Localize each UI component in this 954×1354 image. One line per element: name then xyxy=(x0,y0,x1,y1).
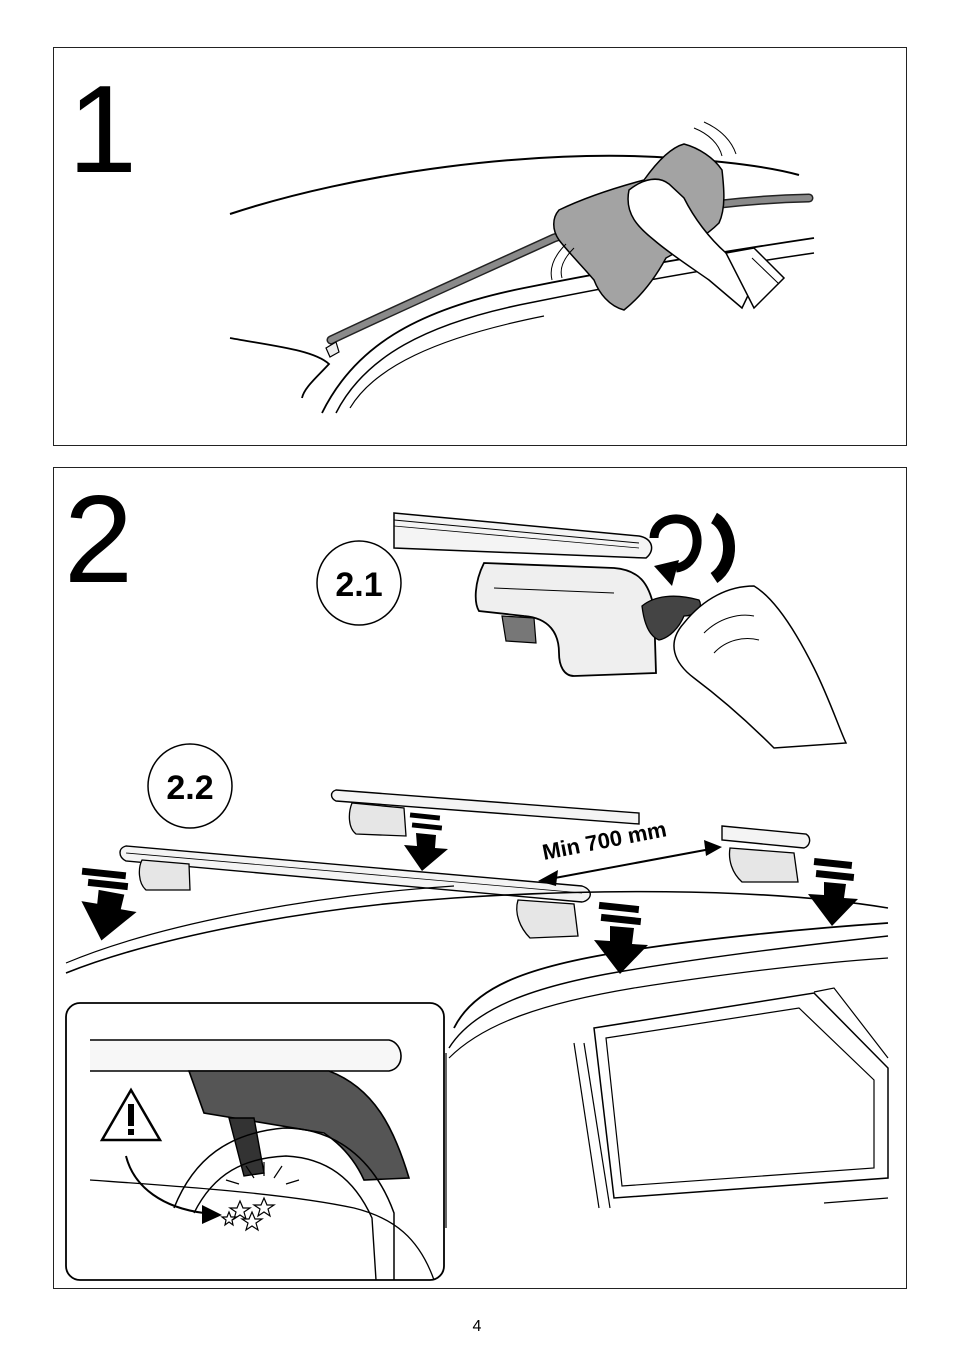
page-number: 4 xyxy=(0,1318,954,1336)
sub-step-2-1-label: 2.1 xyxy=(335,566,382,604)
step-1-panel: 1 xyxy=(53,47,907,446)
min-distance-label: Min 700 mm xyxy=(540,816,668,865)
step-2-panel: 2 2.1 2.2 xyxy=(53,467,907,1289)
sub-step-2-2-label: 2.2 xyxy=(166,769,213,807)
step-1-illustration xyxy=(54,48,907,446)
step-2-illustration: 2.1 2.2 xyxy=(54,468,907,1289)
